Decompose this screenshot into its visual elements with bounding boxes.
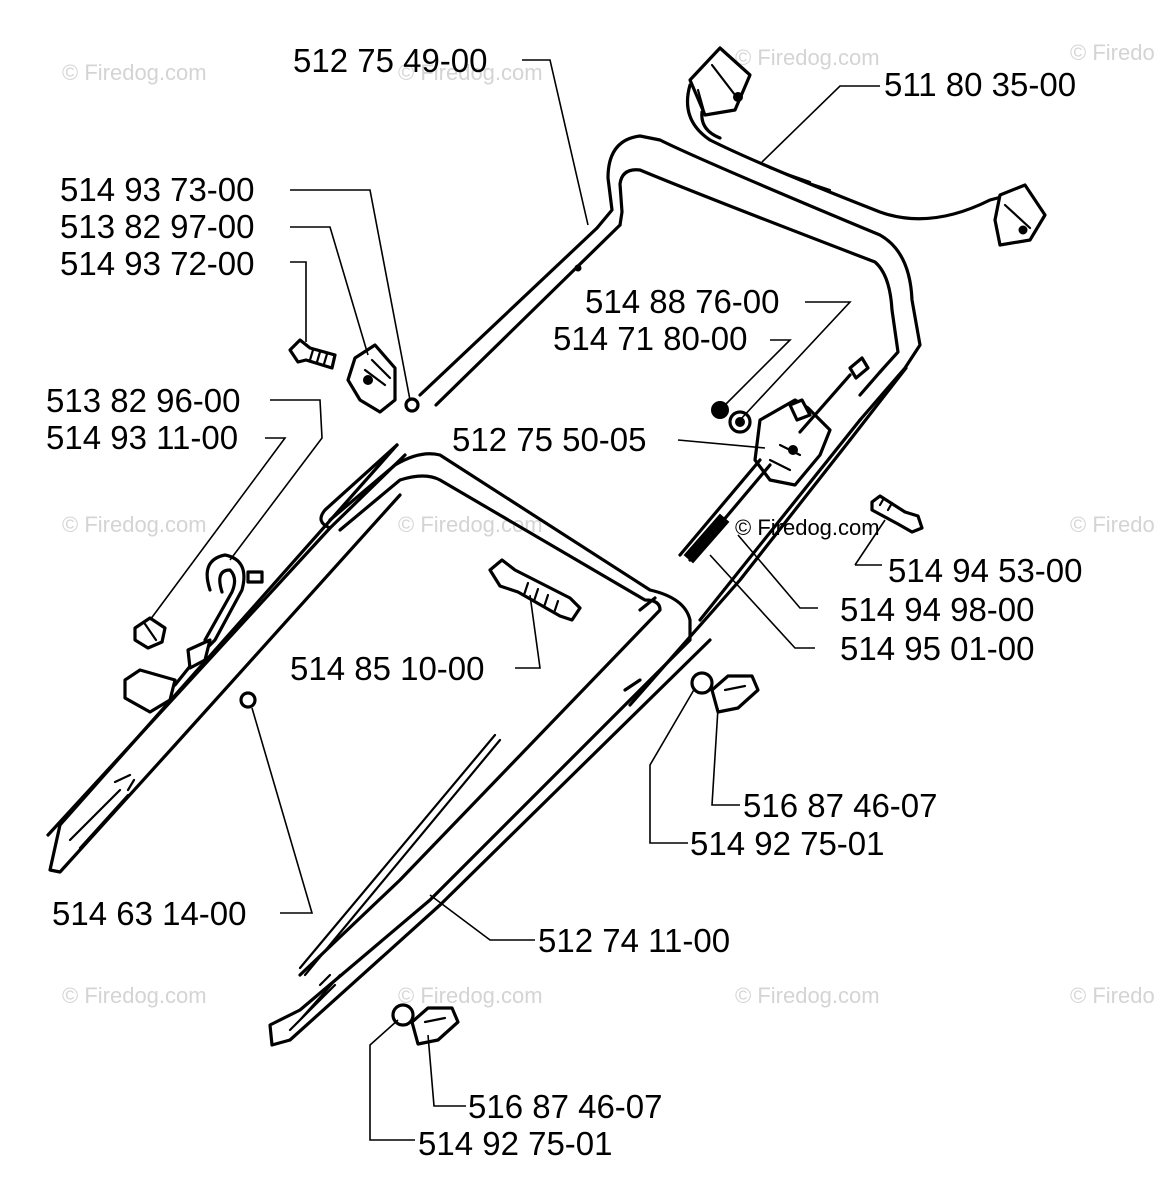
- part-labels: 512 75 49-00 511 80 35-00 514 93 73-00 5…: [46, 42, 1083, 1162]
- label-lower-handle: 512 74 11-00: [538, 922, 730, 959]
- label-cable-clip-a: 514 94 98-00: [840, 591, 1035, 628]
- watermark-12: © Firedog.com: [1070, 983, 1155, 1008]
- label-nut-a: 514 88 76-00: [585, 283, 780, 320]
- lower-knob-part: [391, 1003, 460, 1046]
- control-hardware: [678, 356, 924, 564]
- upper-knob-part: [690, 671, 760, 714]
- watermark-9: © Firedog.com: [62, 983, 207, 1008]
- label-upper-handle: 512 75 49-00: [293, 42, 488, 79]
- upper-handle-part: [319, 134, 922, 707]
- label-cable: 511 80 35-00: [884, 66, 1076, 103]
- leader-lines: [149, 59, 886, 1141]
- label-washer-upper: 514 92 75-01: [690, 825, 885, 862]
- label-screw-a: 514 93 73-00: [60, 171, 255, 208]
- label-bolt-c: 514 85 10-00: [290, 650, 485, 687]
- upper-left-hardware: [288, 338, 420, 414]
- watermark-1: © Firedog.com: [62, 60, 207, 85]
- watermark-3: © Firedog.com: [735, 45, 880, 70]
- label-control-lever: 512 75 50-05: [452, 421, 647, 458]
- label-bolt-a: 514 93 72-00: [60, 245, 255, 282]
- lower-handle-part: [46, 443, 712, 1047]
- label-bracket-a: 513 82 97-00: [60, 208, 255, 245]
- watermark-11: © Firedog.com: [735, 983, 880, 1008]
- watermark-6: © Firedog.com: [398, 512, 543, 537]
- label-knob-upper: 516 87 46-07: [743, 787, 938, 824]
- center-bolt-part: [488, 558, 582, 622]
- watermark-5: © Firedog.com: [62, 512, 207, 537]
- watermark-2: © Firedog.com: [398, 60, 543, 85]
- watermark-4: © Firedog.com: [1070, 40, 1155, 65]
- grass-hook-part: [123, 553, 264, 714]
- label-bolt-b: 514 94 53-00: [888, 552, 1083, 589]
- label-cable-clip-b: 514 95 01-00: [840, 630, 1035, 667]
- label-knob-lower: 516 87 46-07: [468, 1088, 663, 1125]
- label-nut-b: 514 63 14-00: [52, 895, 247, 932]
- watermark-7: © Firedog.com: [1070, 512, 1155, 537]
- label-screw-b: 514 93 11-00: [46, 419, 238, 456]
- label-washer-lower: 514 92 75-01: [418, 1125, 613, 1162]
- label-grass-hook: 513 82 96-00: [46, 382, 241, 419]
- cable-part: [685, 46, 1047, 247]
- watermark-10: © Firedog.com: [398, 983, 543, 1008]
- label-washer-a: 514 71 80-00: [553, 320, 748, 357]
- watermark-8: © Firedog.com: [735, 515, 880, 540]
